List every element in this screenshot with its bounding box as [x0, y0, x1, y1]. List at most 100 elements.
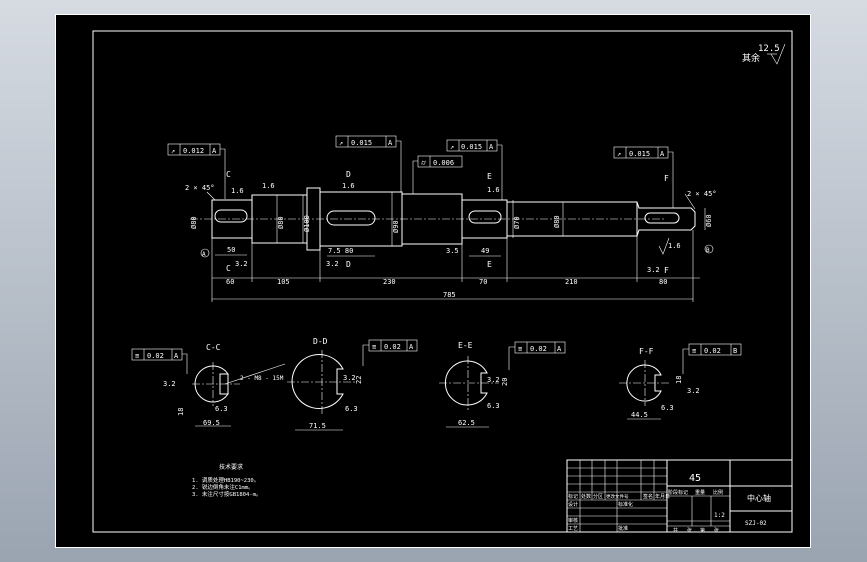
scale-value: 1:2 — [714, 512, 725, 519]
runout-icon: ↗ — [617, 150, 621, 158]
section-mark-e-top: E — [487, 172, 492, 181]
svg-text:6.3: 6.3 — [345, 405, 358, 413]
runout-icon: ↗ — [171, 147, 175, 155]
dim-key-2: 7.5 80 — [328, 247, 353, 255]
svg-text:6.3: 6.3 — [215, 405, 228, 413]
svg-text:22: 22 — [355, 376, 363, 384]
inner-frame — [92, 30, 793, 533]
rough-main-4: 1.6 — [487, 186, 500, 194]
roughness-symbol-icon — [770, 43, 786, 65]
dim-len-6: 80 — [659, 278, 667, 286]
dim-key-4: 49 — [481, 247, 489, 255]
svg-text:标记: 标记 — [568, 493, 578, 500]
symmetry-icon: ≡ — [692, 347, 696, 355]
roughness-mark-icon — [658, 237, 670, 255]
svg-text:0.015: 0.015 — [461, 143, 482, 151]
svg-text:0.015: 0.015 — [351, 139, 372, 147]
svg-text:A: A — [660, 150, 665, 158]
rough-main-7: 1.6 — [668, 242, 681, 250]
datum-b-label: B — [706, 247, 710, 254]
dim-len-4: 70 — [479, 278, 487, 286]
chamfer-right: 2 × 45° — [687, 190, 717, 198]
svg-text:44.5: 44.5 — [631, 411, 648, 419]
svg-text:A: A — [388, 139, 393, 147]
svg-text:设计: 设计 — [568, 501, 578, 508]
svg-text:年月日: 年月日 — [655, 493, 670, 500]
tapped-hole-note: 2 - M8 - 15M — [240, 375, 284, 382]
svg-text:0.02: 0.02 — [384, 343, 401, 351]
svg-text:签名: 签名 — [643, 493, 653, 500]
svg-text:A: A — [489, 143, 494, 151]
svg-text:第: 第 — [700, 527, 705, 534]
svg-text:批准: 批准 — [618, 525, 628, 532]
section-mark-d-bottom: D — [346, 260, 351, 269]
gdt-runout-f: ↗ 0.015 A — [613, 146, 674, 208]
svg-text:处数: 处数 — [581, 493, 591, 500]
section-ff: F-F ≡ 0.02 B 18 3.2 6.3 44.5 — [619, 343, 742, 420]
cylindricity-icon: ⌭ — [421, 159, 426, 167]
outer-frame — [55, 14, 811, 548]
svg-text:更改文件号: 更改文件号 — [606, 493, 629, 500]
svg-text:69.5: 69.5 — [203, 419, 220, 427]
svg-text:B: B — [733, 347, 737, 355]
material-label: 45 — [689, 473, 701, 484]
section-dd-label: D-D — [313, 337, 328, 346]
svg-text:3.2: 3.2 — [487, 376, 500, 384]
gdt-runout-c: ↗ 0.012 A — [167, 143, 226, 199]
svg-text:18: 18 — [177, 408, 185, 416]
svg-text:20: 20 — [501, 378, 509, 386]
svg-text:A: A — [212, 147, 217, 155]
note-line-1: 1. 调质处理HB190~230。 — [192, 476, 259, 484]
rough-main-6: 3.2 — [326, 260, 339, 268]
dim-dia-4: Ø90 — [392, 220, 400, 233]
rough-main-1: 1.6 — [231, 187, 244, 195]
svg-text:工艺: 工艺 — [568, 526, 578, 532]
svg-text:0.02: 0.02 — [530, 345, 547, 353]
svg-text:A: A — [174, 352, 179, 360]
svg-text:A: A — [409, 343, 414, 351]
dim-dia-3: Ø100 — [303, 215, 311, 232]
dim-dia-5: Ø70 — [513, 216, 521, 229]
svg-text:共: 共 — [673, 527, 678, 534]
symmetry-icon: ≡ — [135, 352, 139, 360]
rough-main-5: 3.2 — [235, 260, 248, 268]
dim-len-5: 210 — [565, 278, 578, 286]
section-cc: C-C ≡ 0.02 A 3.2 6.3 18 69.5 2 - M8 - 15… — [131, 343, 286, 427]
runout-icon: ↗ — [339, 139, 343, 147]
section-mark-e-bottom: E — [487, 260, 492, 269]
symmetry-icon: ≡ — [372, 343, 376, 351]
svg-text:0.012: 0.012 — [183, 147, 204, 155]
note-line-3: 3. 未注尺寸按GB1804-m。 — [192, 490, 261, 498]
dim-key-1: 50 — [227, 246, 235, 254]
svg-text:3.2: 3.2 — [687, 387, 700, 395]
section-mark-f-bottom: F — [664, 266, 669, 275]
gdt-runout-e: ↗ 0.015 A — [446, 139, 503, 200]
runout-icon: ↗ — [450, 143, 454, 151]
part-name: 中心轴 — [747, 493, 771, 503]
svg-text:张: 张 — [714, 527, 719, 534]
dim-key-3: 3.5 — [446, 247, 459, 255]
rough-main-2: 1.6 — [262, 182, 275, 190]
drawing-number: SZJ-02 — [745, 520, 767, 527]
general-roughness: 其余 12.5 — [742, 43, 786, 65]
svg-text:重量: 重量 — [695, 489, 705, 496]
svg-text:张: 张 — [687, 527, 692, 534]
dim-dia-6: Ø80 — [553, 215, 561, 228]
section-mark-c-bottom: C — [226, 264, 231, 273]
section-dd: D-D ≡ 0.02 A 22 3.2 6.3 71.5 — [287, 337, 418, 431]
gdt-runout-d: ↗ 0.015 A — [335, 135, 402, 192]
technical-notes: 技术要求 1. 调质处理HB190~230。 2. 锐边倒角未注C1mm。 3.… — [192, 463, 261, 498]
svg-text:6.3: 6.3 — [487, 402, 500, 410]
svg-text:62.5: 62.5 — [458, 419, 475, 427]
notes-title: 技术要求 — [219, 463, 243, 471]
rough-main-8: 3.2 — [647, 266, 660, 274]
symmetry-icon: ≡ — [518, 345, 522, 353]
svg-text:标准化: 标准化 — [618, 501, 633, 508]
shaft-main-view: Ø80 Ø80 Ø100 Ø90 Ø70 Ø80 Ø60 2 × 45° 2 ×… — [185, 170, 717, 302]
svg-text:6.3: 6.3 — [661, 404, 674, 412]
section-mark-d-top: D — [346, 170, 351, 179]
svg-text:18: 18 — [675, 376, 683, 384]
svg-text:审核: 审核 — [568, 517, 578, 524]
chamfer-left: 2 × 45° — [185, 184, 215, 192]
